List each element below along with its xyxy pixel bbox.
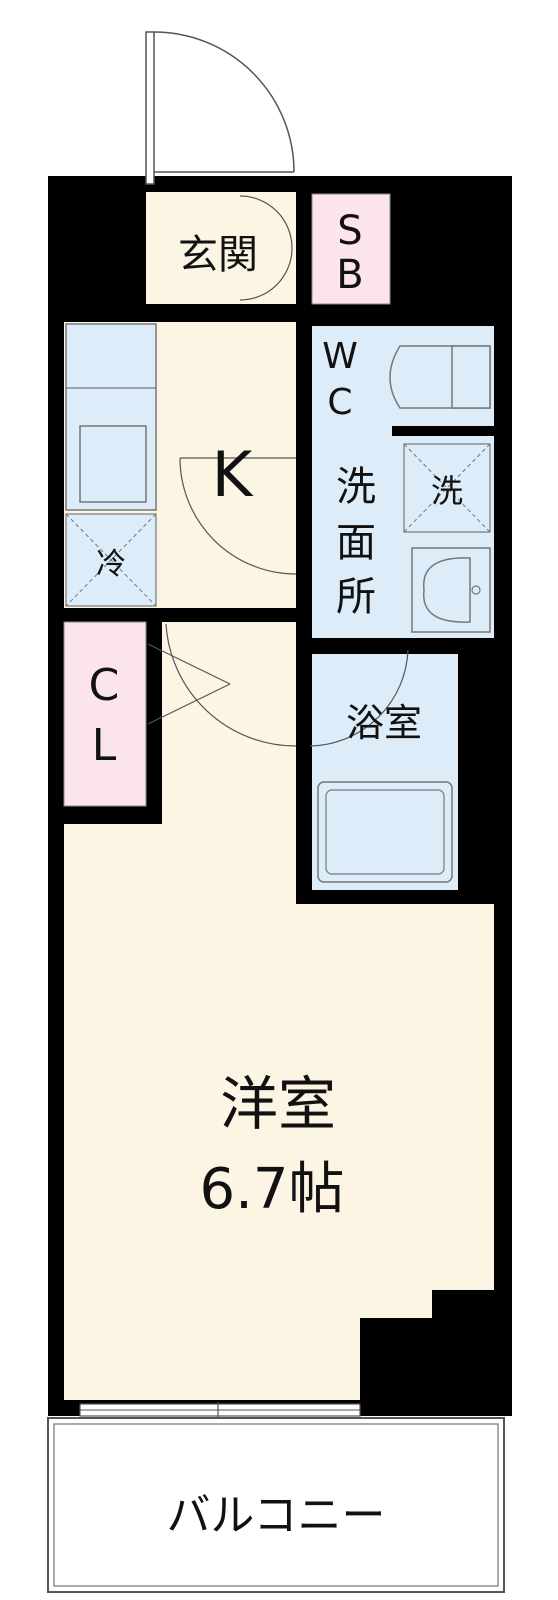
closet-area (63, 621, 147, 807)
entrance-door-swing (239, 195, 293, 301)
bathroom-door-swing (309, 649, 409, 747)
toilet-label-line1: W (322, 336, 358, 377)
wash-basin (411, 547, 491, 633)
kitchen-label: K (212, 438, 254, 511)
front-door (145, 31, 295, 185)
washroom-label-line3: 所 (336, 574, 376, 620)
entrance-label: 玄関 (178, 232, 258, 278)
toilet-fixture (389, 345, 491, 409)
washroom-label-line1: 洗 (336, 464, 376, 510)
toilet-label-line2: C (327, 382, 352, 423)
shoe-box-label-line1: S (337, 208, 362, 254)
kitchen-sink (79, 425, 147, 503)
closet-door-swing (147, 643, 231, 725)
washing-machine-label: 洗 (431, 472, 463, 510)
shoe-box-label-line2: B (336, 252, 363, 298)
washing-machine-space (403, 443, 491, 533)
bathtub (317, 781, 453, 883)
bathroom-label: 浴室 (346, 701, 422, 745)
shoe-box-area (311, 193, 391, 305)
entrance-area (146, 192, 296, 304)
balcony-label: バルコニー (166, 1490, 385, 1541)
western-room-area (64, 622, 494, 1400)
refrigerator-label: 冷 (96, 547, 126, 582)
washroom-label-line2: 面 (336, 520, 376, 566)
western-room-label: 洋室 (220, 1070, 336, 1138)
kitchen-door-swing (179, 457, 297, 575)
room-door-swing (165, 623, 297, 747)
closet-label-line1: C (89, 660, 120, 711)
balcony-window (79, 1402, 361, 1418)
closet-label-line2: L (92, 720, 117, 771)
balcony-area (47, 1417, 505, 1593)
western-room-size: 6.7帖 (199, 1157, 344, 1222)
